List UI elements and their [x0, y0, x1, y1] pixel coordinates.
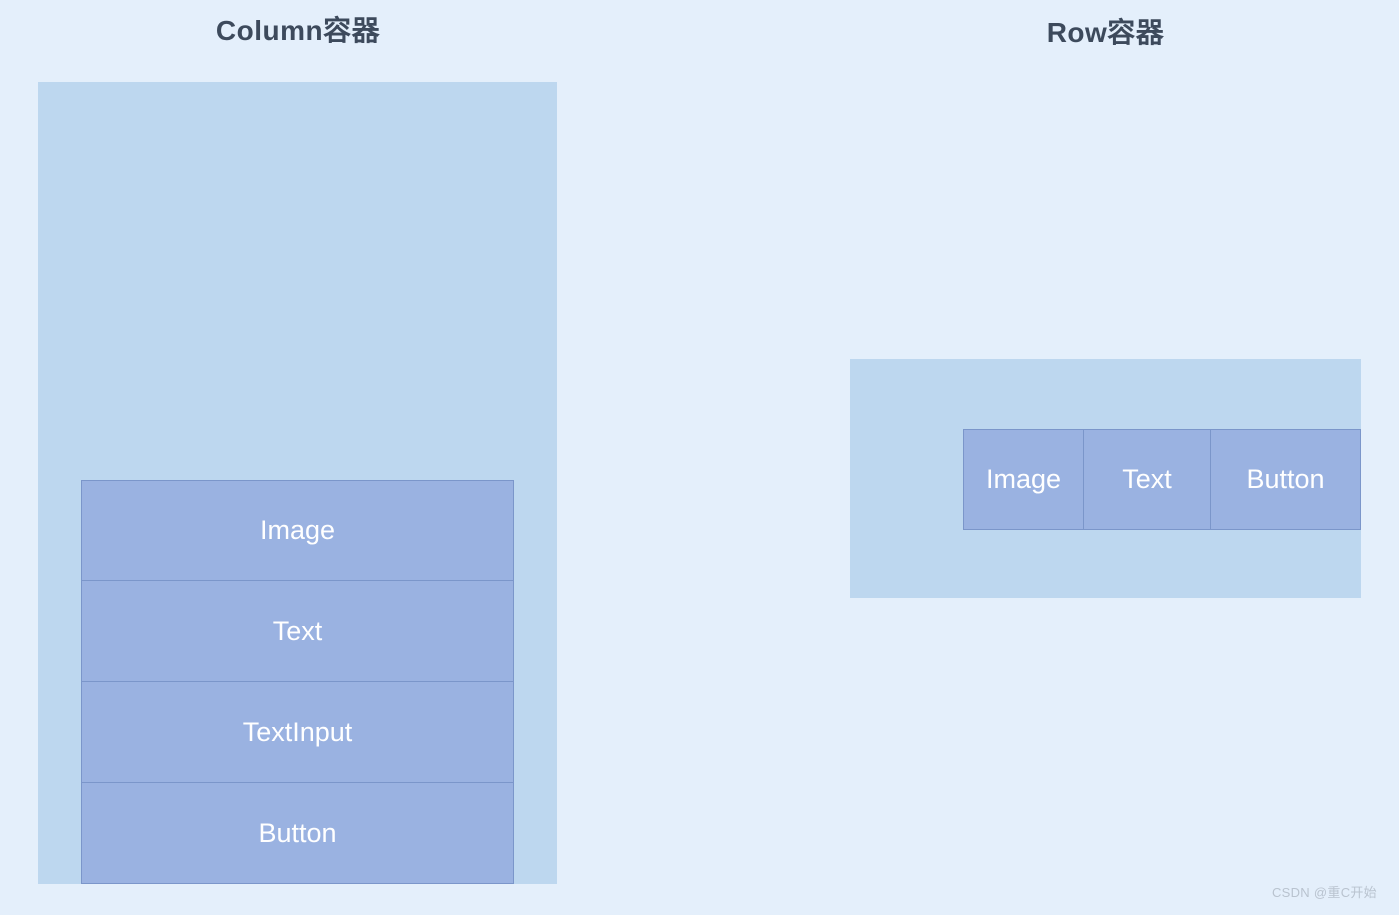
- row-container-panel: Image Text Button: [850, 359, 1361, 598]
- column-children-stack: Image Text TextInput Button: [81, 480, 514, 884]
- column-cell-image[interactable]: Image: [81, 480, 514, 581]
- csdn-watermark: CSDN @重C开始: [1271, 885, 1377, 900]
- row-cell-image[interactable]: Image: [963, 429, 1084, 530]
- column-cell-text[interactable]: Text: [81, 581, 514, 682]
- row-cell-text[interactable]: Text: [1084, 429, 1211, 530]
- row-cell-button[interactable]: Button: [1211, 429, 1361, 530]
- row-cell-image-label: Image: [985, 464, 1062, 494]
- row-cell-button-label: Button: [1246, 464, 1325, 494]
- column-cell-button-label: Button: [258, 817, 337, 848]
- column-container-panel: Image Text TextInput Button: [38, 82, 557, 884]
- row-children-stack: Image Text Button: [963, 429, 1361, 530]
- column-cell-image-label: Image: [259, 515, 336, 545]
- column-cell-textinput-label: TextInput: [242, 716, 353, 747]
- column-cell-button[interactable]: Button: [81, 783, 514, 884]
- row-container-title: Row容器: [1046, 17, 1165, 48]
- column-cell-text-label: Text: [272, 615, 323, 646]
- column-container-title: Column容器: [215, 15, 381, 46]
- row-cell-text-label: Text: [1122, 464, 1172, 494]
- column-cell-textinput[interactable]: TextInput: [81, 682, 514, 783]
